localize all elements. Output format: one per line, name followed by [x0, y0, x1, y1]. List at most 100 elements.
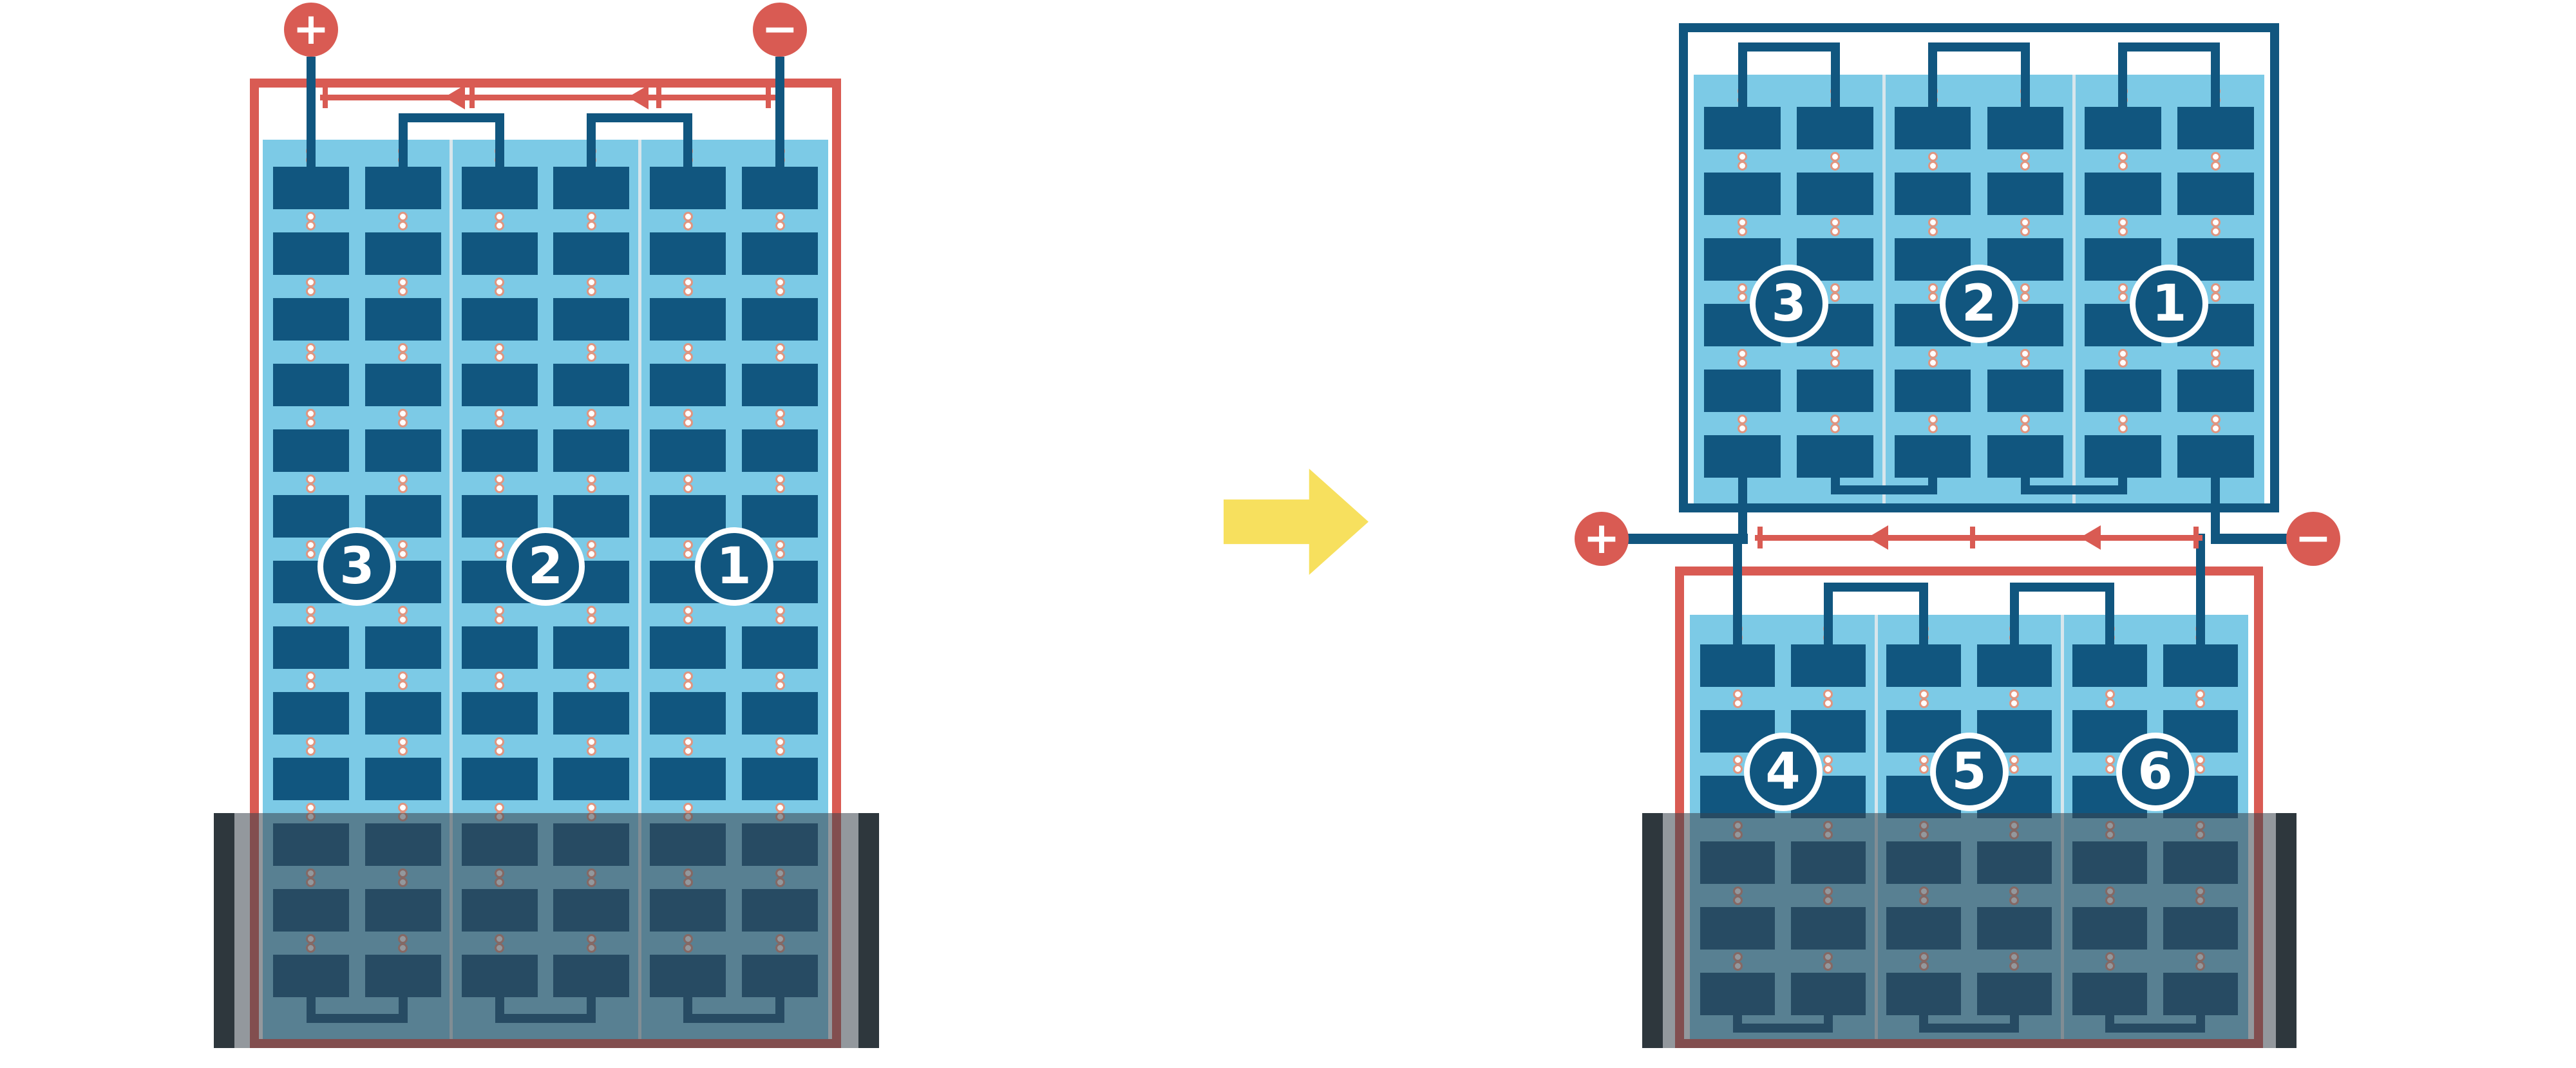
positive-terminal-icon: +: [1575, 512, 1629, 566]
contact-dot-icon: [586, 680, 596, 690]
contact-dot-icon: [2117, 415, 2128, 424]
contact-dot-icon: [495, 343, 505, 353]
pv-cell: [1894, 370, 1971, 412]
negative-terminal-icon: −: [753, 3, 807, 57]
pv-cell: [2072, 644, 2148, 687]
shade-overlay: [214, 813, 879, 1048]
contact-dot-icon: [586, 212, 596, 221]
series-connector: [2020, 485, 2128, 494]
series-connector: [1733, 534, 1743, 644]
negative-terminal-icon: −: [2286, 512, 2340, 566]
pv-cell: [742, 758, 818, 800]
current-arrow-icon: [628, 85, 649, 109]
current-arrow-icon: [444, 85, 465, 109]
contact-dot-icon: [586, 343, 596, 353]
contact-dot-icon: [2210, 152, 2221, 162]
contact-dot-icon: [1927, 227, 1938, 236]
contact-dot-icon: [775, 737, 785, 747]
contact-dot-icon: [306, 615, 316, 624]
pv-cell: [553, 429, 630, 472]
mount-rail-right-icon: [858, 813, 879, 1048]
contact-dot-icon: [1918, 755, 1929, 765]
contact-dot-icon: [306, 212, 316, 221]
contact-dot-icon: [2020, 415, 2031, 424]
contact-dot-icon: [683, 409, 693, 418]
pv-cell: [461, 758, 538, 800]
contact-dot-icon: [586, 286, 596, 296]
pv-cell: [742, 232, 818, 275]
pv-cell: [461, 232, 538, 275]
contact-dot-icon: [2195, 764, 2206, 774]
pv-cell: [650, 364, 726, 406]
contact-dot-icon: [1830, 349, 1841, 359]
contact-dot-icon: [1738, 152, 1748, 162]
contact-dot-icon: [495, 540, 505, 550]
contact-dot-icon: [398, 606, 408, 615]
contact-dot-icon: [495, 737, 505, 747]
contact-dot-icon: [1830, 218, 1841, 227]
contact-dot-icon: [306, 737, 316, 747]
contact-dot-icon: [775, 483, 785, 493]
pv-cell: [742, 298, 818, 341]
contact-dot-icon: [2105, 764, 2115, 774]
pv-cell: [1797, 173, 1874, 215]
contact-dot-icon: [586, 746, 596, 756]
pv-cell: [1987, 107, 2064, 149]
column-divider: [2072, 75, 2076, 503]
contact-dot-icon: [495, 549, 505, 559]
pv-cell: [365, 167, 441, 209]
pv-cell: [273, 626, 349, 669]
contact-dot-icon: [586, 352, 596, 362]
contact-dot-icon: [306, 352, 316, 362]
contact-dot-icon: [586, 606, 596, 615]
contact-dot-icon: [1738, 227, 1748, 236]
contact-dot-icon: [1738, 292, 1748, 302]
pv-cell: [1886, 644, 1962, 687]
series-connector: [1738, 478, 1747, 544]
contact-dot-icon: [495, 221, 505, 230]
pv-cell: [273, 364, 349, 406]
contact-dot-icon: [1823, 689, 1833, 699]
contact-dot-icon: [1823, 755, 1833, 765]
pv-cell: [2084, 370, 2161, 412]
contact-dot-icon: [1927, 218, 1938, 227]
contact-dot-icon: [775, 474, 785, 484]
module-number-badge: 1: [2130, 265, 2209, 343]
contact-dot-icon: [495, 409, 505, 418]
contact-dot-icon: [306, 540, 316, 550]
contact-dot-icon: [495, 277, 505, 287]
module-number-badge: 6: [2116, 733, 2195, 811]
contact-dot-icon: [775, 540, 785, 550]
contact-dot-icon: [775, 221, 785, 230]
contact-dot-icon: [495, 746, 505, 756]
contact-dot-icon: [775, 418, 785, 427]
contact-dot-icon: [2020, 161, 2031, 171]
contact-dot-icon: [1830, 161, 1841, 171]
contact-dot-icon: [1918, 764, 1929, 774]
pv-cell: [1797, 435, 1874, 478]
contact-dot-icon: [1918, 689, 1929, 699]
pv-cell: [461, 626, 538, 669]
current-arrow-icon: [1868, 525, 1888, 550]
contact-dot-icon: [2195, 689, 2206, 699]
contact-dot-icon: [2020, 424, 2031, 433]
contact-dot-icon: [683, 418, 693, 427]
contact-dot-icon: [1738, 283, 1748, 293]
contact-dot-icon: [683, 549, 693, 559]
pv-cell: [365, 626, 441, 669]
series-connector: [1830, 485, 1937, 494]
module-number-badge: 5: [1929, 733, 2009, 811]
mount-rail-left-icon: [1642, 813, 1663, 1048]
terminal-lead: [2211, 534, 2290, 544]
contact-dot-icon: [2117, 292, 2128, 302]
series-connector: [775, 57, 784, 171]
column-divider: [1882, 75, 1886, 503]
contact-dot-icon: [2020, 283, 2031, 293]
current-flow-line: [1755, 535, 2202, 541]
contact-dot-icon: [1918, 698, 1929, 708]
contact-dot-icon: [2117, 283, 2128, 293]
contact-dot-icon: [1823, 698, 1833, 708]
contact-dot-icon: [586, 221, 596, 230]
series-connector: [2211, 42, 2221, 109]
